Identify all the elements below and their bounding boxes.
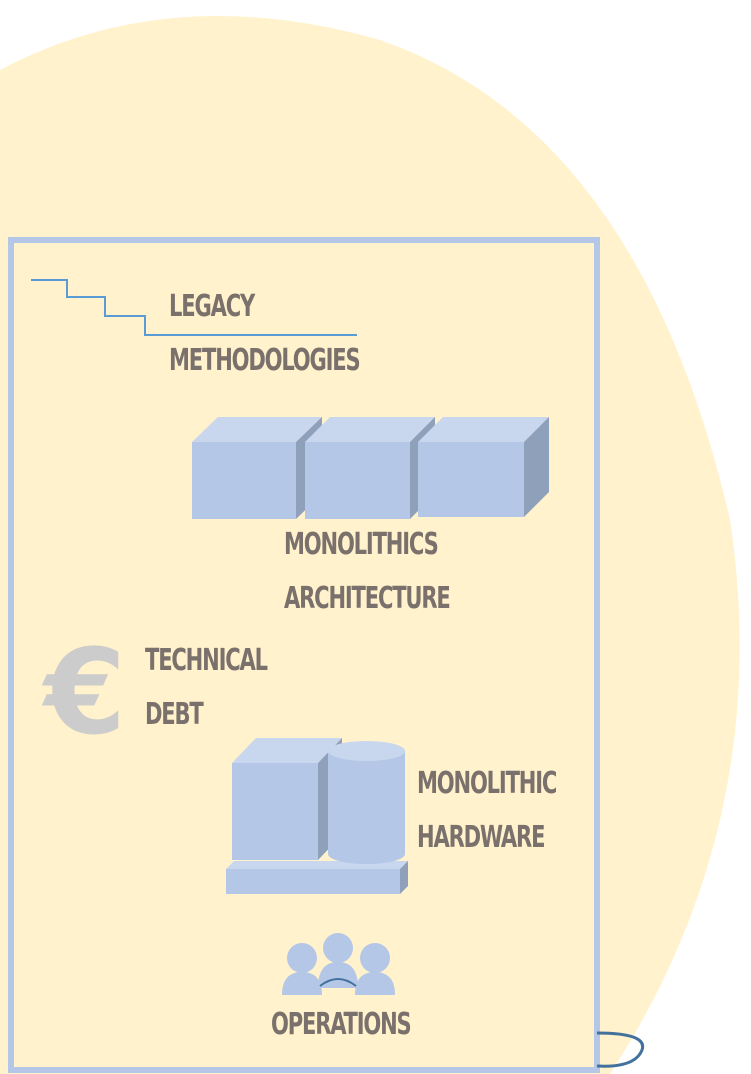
hardware-icon: [226, 738, 408, 894]
label-hardware: HARDWARE: [417, 820, 545, 855]
label-technical: TECHNICAL: [145, 643, 268, 678]
label-debt: DEBT: [145, 697, 204, 732]
label-legacy: LEGACY: [169, 289, 255, 324]
label-methodologies: METHODOLOGIES: [169, 343, 361, 378]
label-monolithic: MONOLITHIC: [417, 766, 557, 801]
legacy-frame: [8, 237, 600, 1073]
frame-handle: [596, 1031, 645, 1068]
label-architecture: ARCHITECTURE: [284, 581, 451, 616]
label-operations: OPERATIONS: [271, 1007, 412, 1042]
people-icon: [282, 933, 395, 995]
label-monolithics: MONOLITHICS: [284, 527, 439, 562]
stairs-icon: [31, 279, 357, 336]
server-blocks-icon: [192, 417, 549, 519]
euro-icon: €: [41, 623, 126, 761]
background-blob: [0, 15, 740, 1074]
